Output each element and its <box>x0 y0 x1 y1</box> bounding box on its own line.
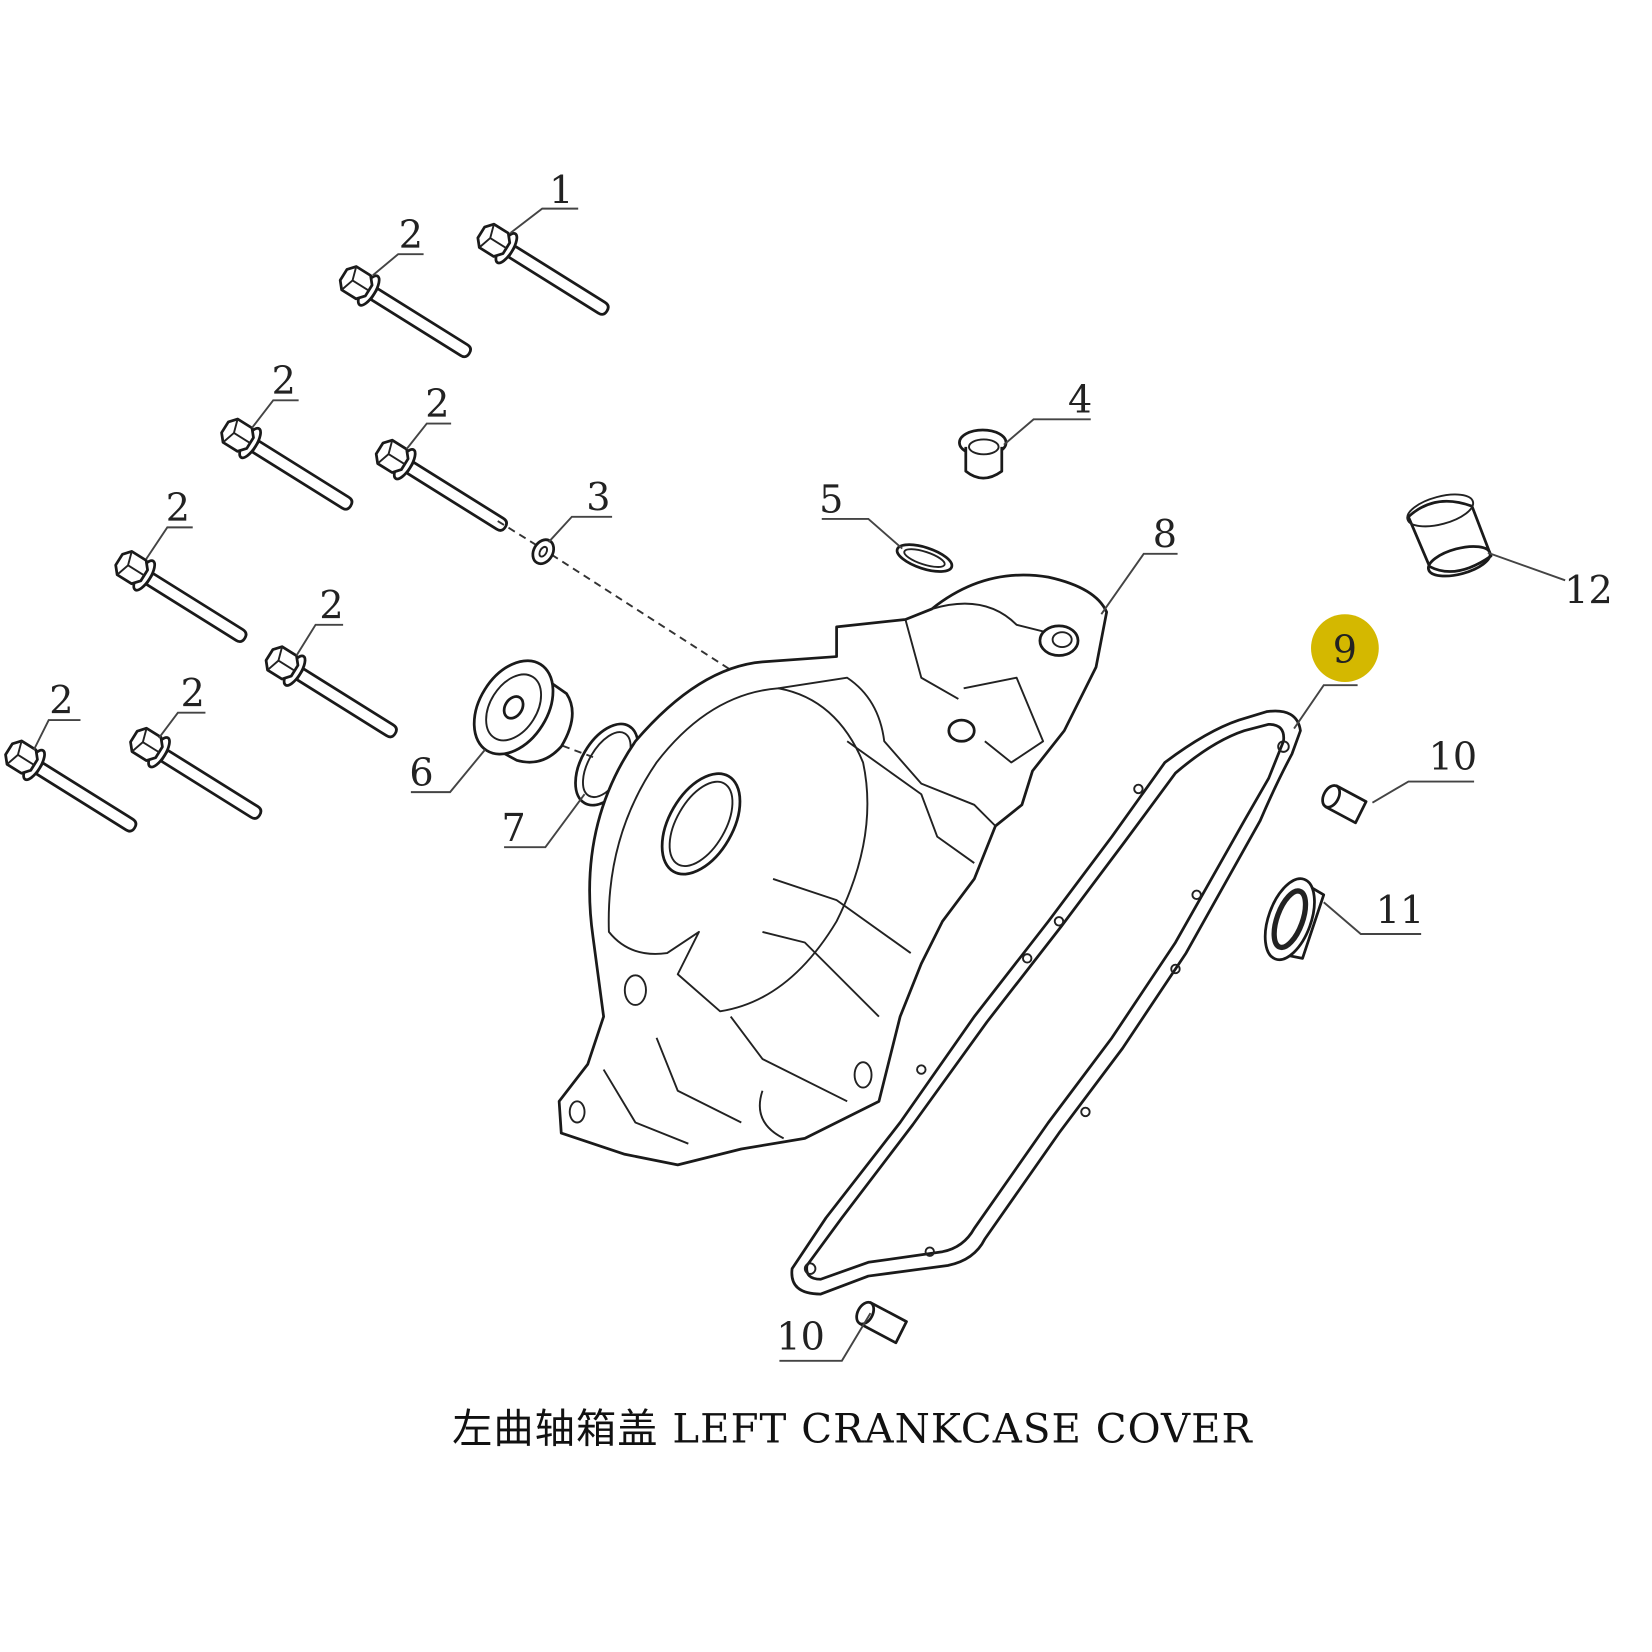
callout-12[interactable]: 12 <box>1564 569 1613 613</box>
leader-lines <box>33 207 1566 1362</box>
callout-3[interactable]: 3 <box>586 475 610 519</box>
callout-2[interactable]: 2 <box>272 359 296 403</box>
bolt-1[interactable] <box>470 216 618 327</box>
callout-7[interactable]: 7 <box>501 806 525 850</box>
callout-2[interactable]: 2 <box>166 486 190 530</box>
sleeve-part-12[interactable] <box>1404 488 1493 581</box>
bolt-2[interactable] <box>214 411 362 522</box>
callout-6[interactable]: 6 <box>409 751 433 795</box>
left-crankcase-cover-part-8[interactable] <box>557 573 1109 1167</box>
callout-2[interactable]: 2 <box>399 213 423 257</box>
callout-4[interactable]: 4 <box>1068 378 1092 422</box>
callout-10[interactable]: 10 <box>1429 735 1478 779</box>
gasket-part-9[interactable] <box>790 709 1302 1296</box>
callout-2[interactable]: 2 <box>425 382 449 426</box>
bolt-2[interactable] <box>108 543 256 655</box>
dowel-part-10[interactable] <box>853 1299 908 1345</box>
callout-9-highlight[interactable] <box>1311 614 1379 682</box>
callout-5[interactable]: 5 <box>819 478 843 522</box>
callout-11[interactable]: 11 <box>1376 888 1425 932</box>
bolt-2[interactable] <box>259 639 406 750</box>
bolt-2[interactable] <box>123 720 270 831</box>
callout-10[interactable]: 10 <box>776 1315 825 1359</box>
callout-2[interactable]: 2 <box>181 671 205 715</box>
washer-part-3[interactable] <box>529 536 558 568</box>
callout-8[interactable]: 8 <box>1153 512 1177 556</box>
plug-part-4[interactable] <box>958 428 1008 480</box>
callout-2[interactable]: 2 <box>49 679 73 723</box>
dowel-part-10[interactable] <box>1319 783 1368 825</box>
cap-part-6[interactable] <box>458 646 574 768</box>
bolt-2[interactable] <box>0 733 146 844</box>
oil-seal-part-11[interactable] <box>1255 872 1326 966</box>
callout-1[interactable]: 1 <box>549 168 573 212</box>
bolt-2[interactable] <box>369 432 516 543</box>
diagram-title: 左曲轴箱盖 LEFT CRANKCASE COVER <box>452 1406 1253 1452</box>
o-ring-part-5[interactable] <box>894 539 955 577</box>
bolt-2[interactable] <box>333 259 480 370</box>
callout-2[interactable]: 2 <box>319 583 343 627</box>
callout-9[interactable]: 9 <box>1333 628 1357 672</box>
